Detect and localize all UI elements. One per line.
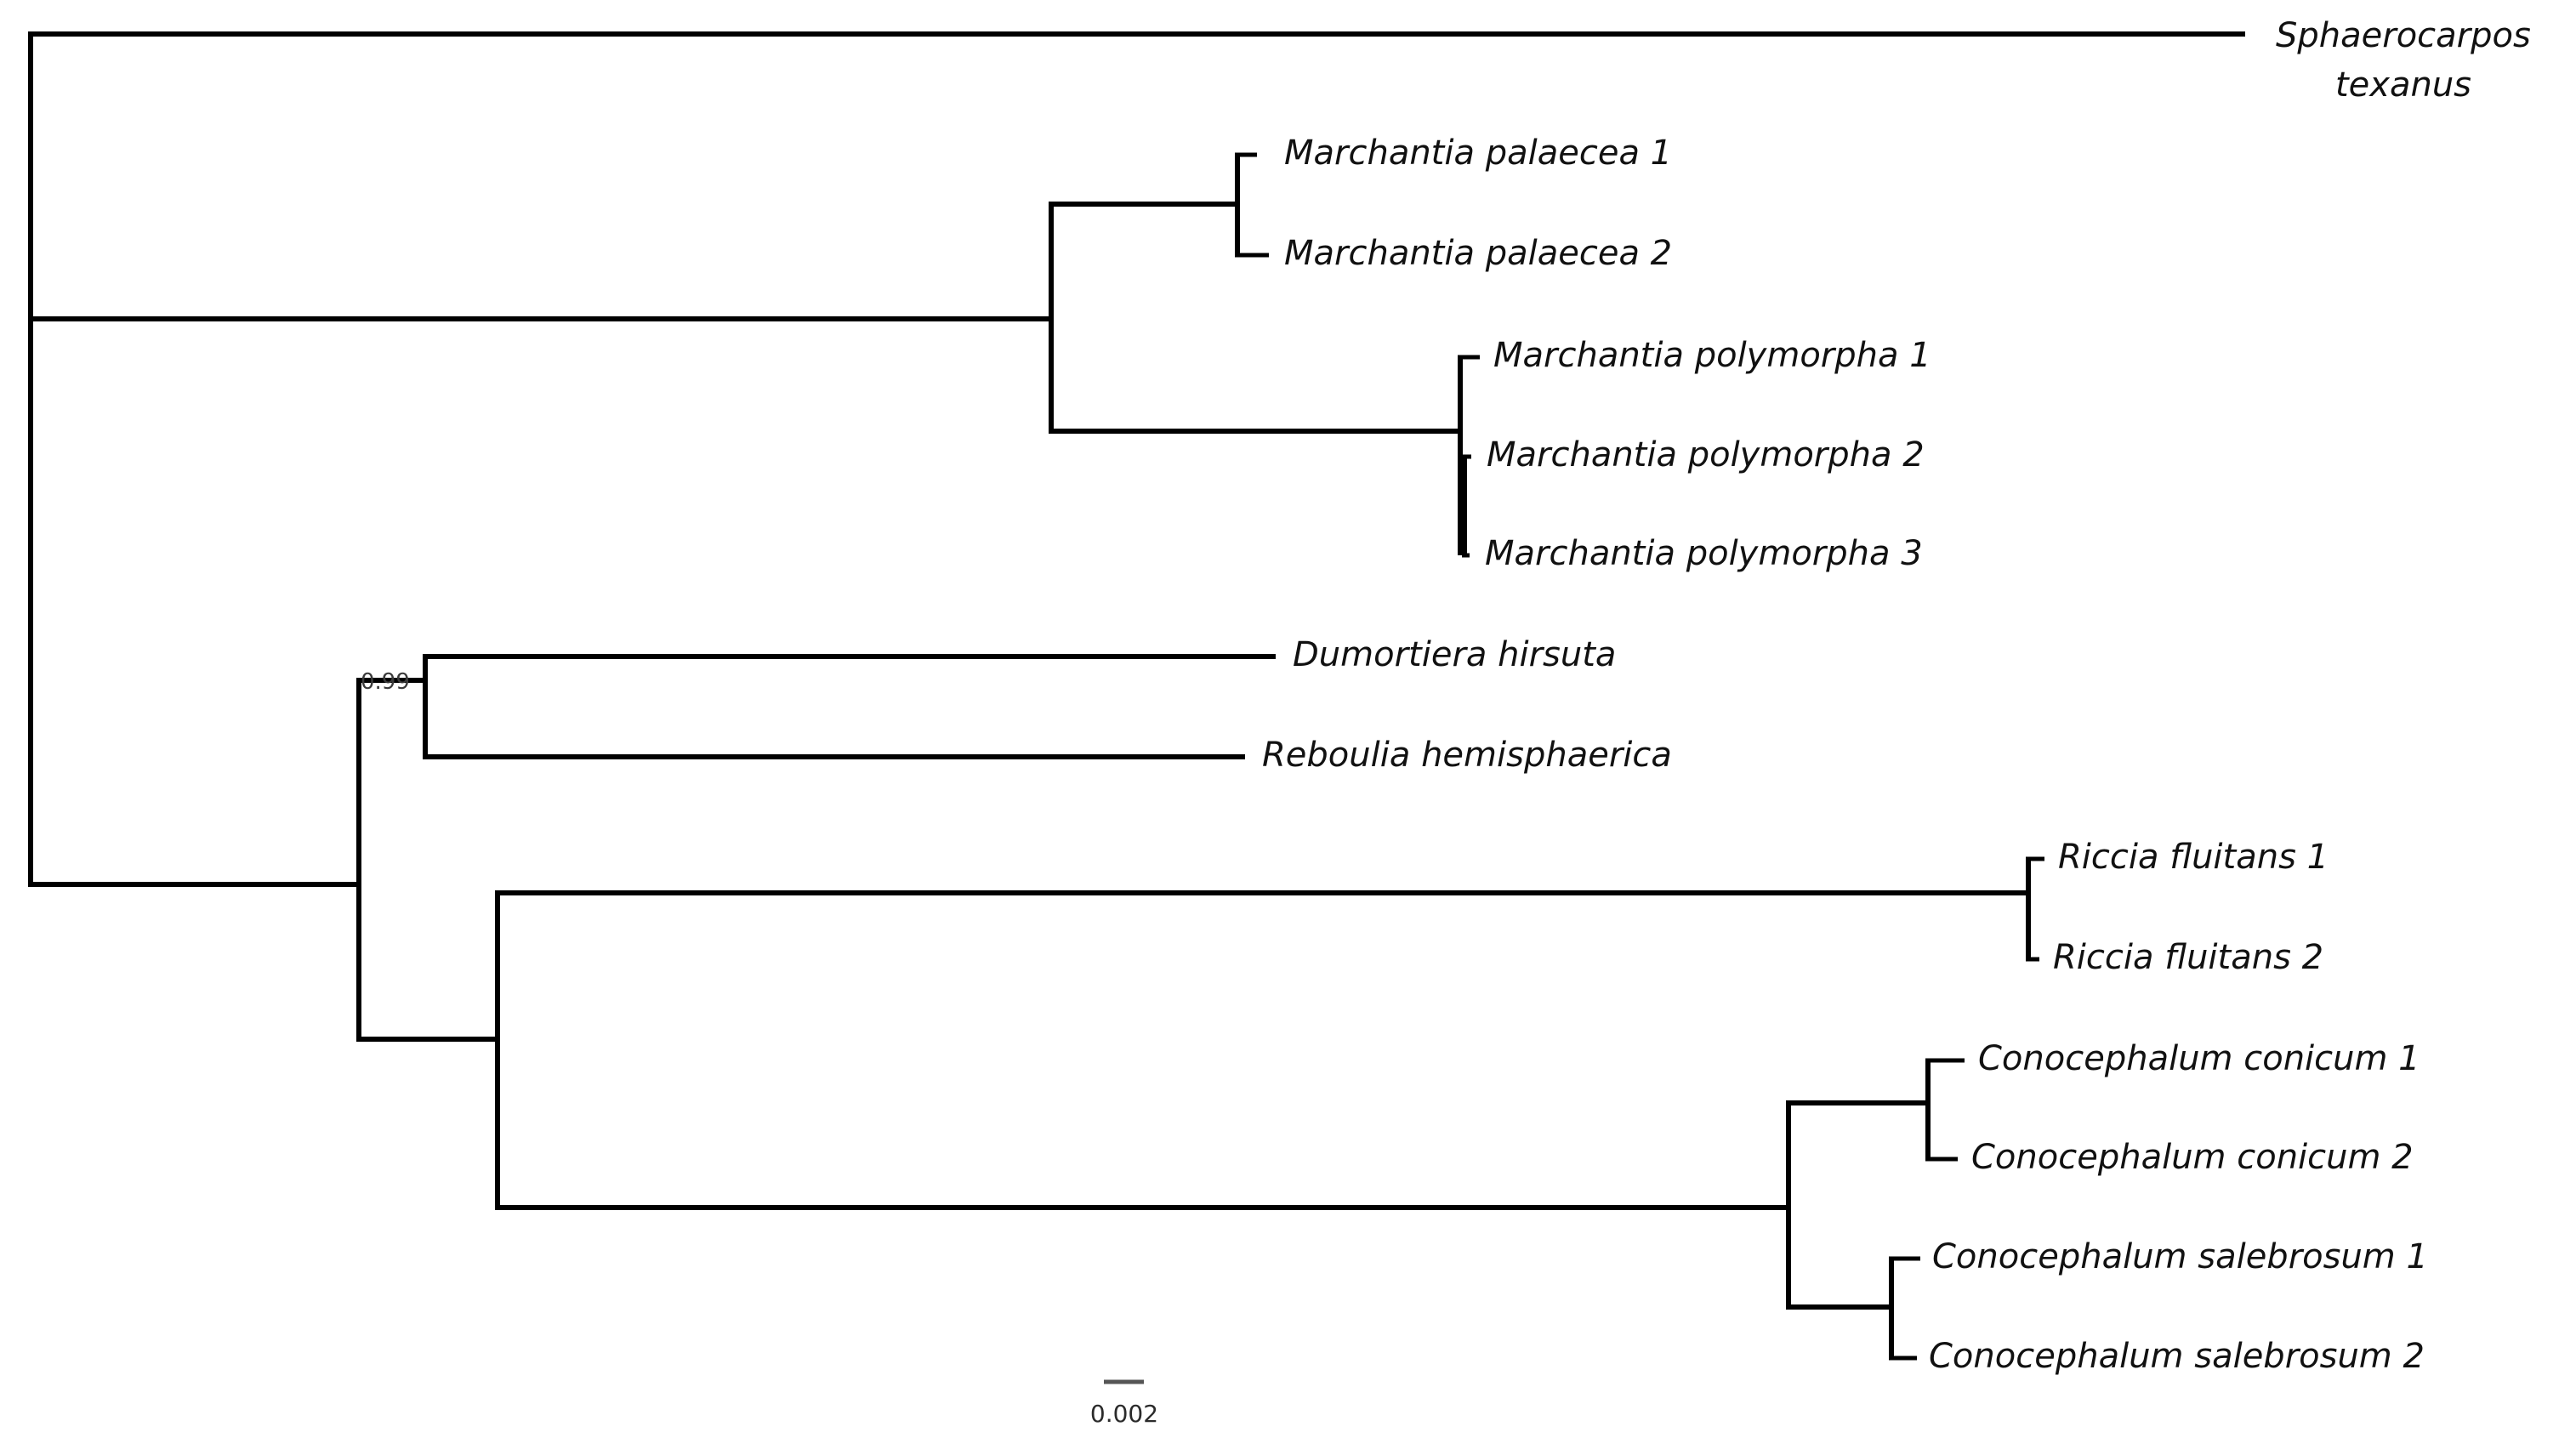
taxon-label-riccia-fluitans-1: Riccia fluitans 1 (2058, 838, 2329, 877)
taxon-label-marchantia-palaecea-2: Marchantia palaecea 2 (1284, 234, 1672, 273)
taxon-label-conocephalum-salebrosum-2: Conocephalum salebrosum 2 (1929, 1337, 2425, 1376)
branch-to-marchantia-clade (28, 204, 1054, 431)
scale-bar: 0.002 (1090, 1379, 1158, 1428)
taxon-label-reboulia-hemisphaerica: Reboulia hemisphaerica (1262, 736, 1672, 775)
clade-marchantia-palaecea (1049, 152, 1269, 258)
taxon-label-conocephalum-conicum-2: Conocephalum conicum 2 (1971, 1138, 2414, 1177)
taxon-label-marchantia-polymorpha-1: Marchantia polymorpha 1 (1493, 336, 1931, 375)
clade-dumortiera-reboulia (356, 654, 1276, 759)
taxon-label-marchantia-polymorpha-2: Marchantia polymorpha 2 (1487, 435, 1925, 475)
clade-riccia-conocephalum (356, 856, 2044, 1361)
support-value-dumortiera-reboulia: 0.99 (361, 669, 410, 695)
taxon-label-conocephalum-conicum-1: Conocephalum conicum 1 (1978, 1039, 2420, 1078)
taxon-label-dumortiera-hirsuta: Dumortiera hirsuta (1293, 635, 1616, 674)
clade-marchantia-polymorpha (1049, 355, 1480, 558)
taxon-label-marchantia-palaecea-1: Marchantia palaecea 1 (1284, 134, 1672, 173)
taxon-label-sphaerocarpos-texanus-line2: texanus (2335, 65, 2471, 105)
taxon-label-marchantia-polymorpha-3: Marchantia polymorpha 3 (1485, 534, 1923, 573)
scale-bar-label: 0.002 (1090, 1400, 1158, 1428)
branch-to-lower-clade (28, 680, 361, 1039)
taxon-label-sphaerocarpos-texanus-line1: Sphaerocarpos (2276, 16, 2531, 55)
taxon-label-riccia-fluitans-2: Riccia fluitans 2 (2053, 938, 2323, 977)
taxon-label-conocephalum-salebrosum-1: Conocephalum salebrosum 1 (1932, 1237, 2428, 1276)
